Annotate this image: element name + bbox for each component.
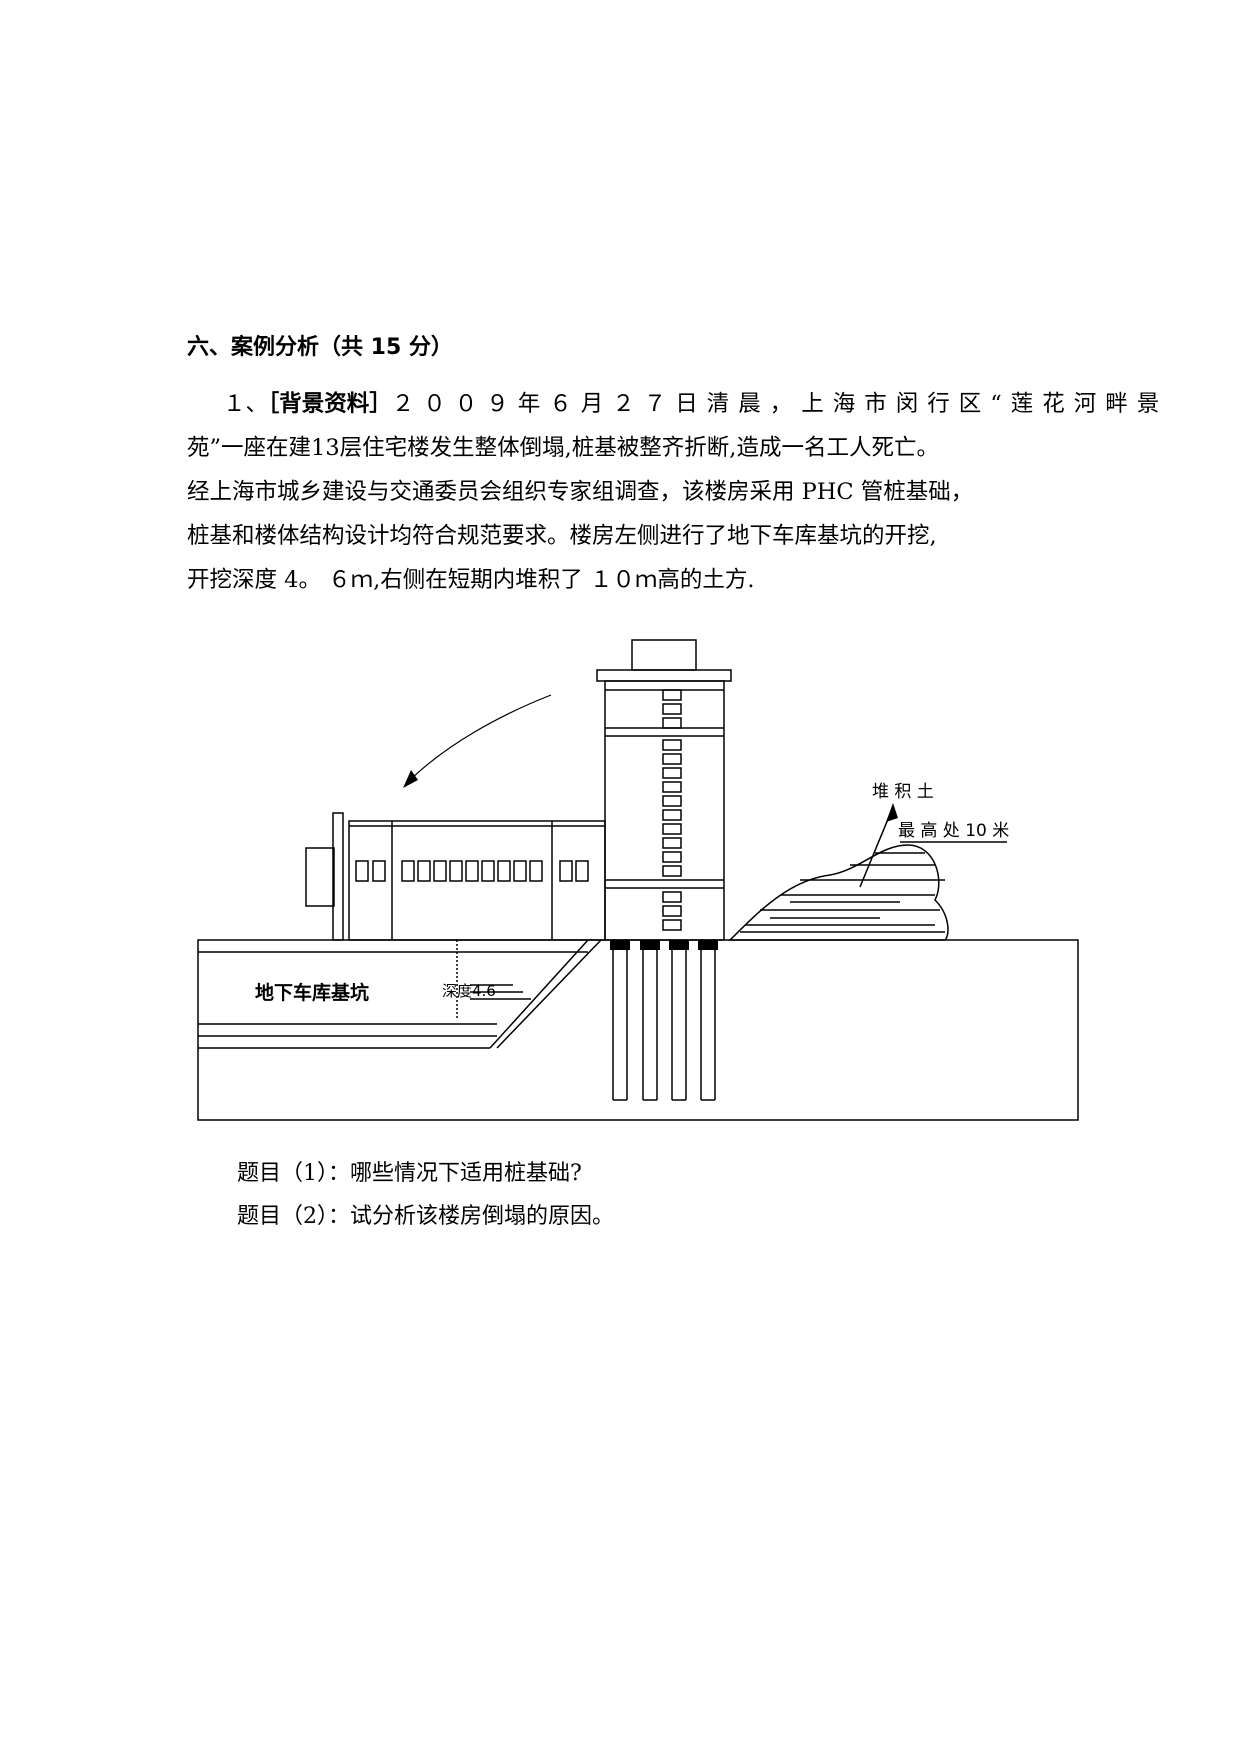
building-roof-top bbox=[631, 639, 697, 671]
case-line-4: 桩基和楼体结构设计均符合规范要求。楼房左侧进行了地下车库基坑的开挖, bbox=[187, 523, 937, 549]
soil-arrowhead bbox=[886, 803, 898, 822]
case-number: １、 bbox=[223, 391, 269, 417]
pit-slope-2 bbox=[496, 939, 602, 1049]
question-2: 题目（2）：试分析该楼房倒塌的原因。 bbox=[237, 1204, 614, 1229]
collapse-arrowhead bbox=[403, 770, 418, 788]
background-label: ［背景资料］ bbox=[268, 391, 392, 417]
fallen-building-roof bbox=[305, 847, 335, 907]
collapse-arrow bbox=[406, 694, 552, 784]
soil-heap bbox=[728, 844, 949, 941]
case-line-3: 经上海市城乡建设与交通委员会组织专家组调查，该楼房采用 PHC 管桩基础， bbox=[187, 479, 974, 505]
pit-label: 地下车库基坑 bbox=[255, 981, 369, 1004]
pile-cap-1 bbox=[610, 940, 630, 950]
case-background: １、［背景资料］２００９年６月２７日清晨，上海市闵行区“莲花河畔景 苑”一座在建… bbox=[187, 382, 1159, 602]
case-line-5: 开挖深度 4。 ６ｍ,右侧在短期内堆积了 １０ｍ高的土方. bbox=[187, 567, 755, 593]
section-title: 六、案例分析（共 15 分） bbox=[187, 335, 453, 360]
ground-box bbox=[197, 939, 1079, 1121]
fallen-building-cap bbox=[332, 812, 344, 941]
building-body bbox=[604, 680, 725, 941]
building-roof-band bbox=[596, 669, 732, 682]
case-line-1: １、［背景资料］２００９年６月２７日清晨，上海市闵行区“莲花河畔景 bbox=[187, 382, 1159, 426]
pile-cap-4 bbox=[698, 940, 718, 950]
soil-height-label: 最 高 处 10 米 bbox=[898, 821, 1009, 841]
case-line-2: 苑”一座在建13层住宅楼发生整体倒塌,桩基被整齐折断,造成一名工人死亡。 bbox=[187, 435, 939, 461]
case-line-1-text: ２００９年６月２７日清晨，上海市闵行区“莲花河畔景 bbox=[391, 391, 1169, 417]
question-1: 题目（1）：哪些情况下适用桩基础? bbox=[237, 1161, 582, 1186]
pile-cap-2 bbox=[640, 940, 660, 950]
pit-slope-1 bbox=[489, 939, 589, 1049]
soil-label: 堆 积 土 bbox=[872, 782, 934, 802]
depth-label: 深度4.6 bbox=[442, 982, 496, 1000]
pile-cap-3 bbox=[669, 940, 689, 950]
